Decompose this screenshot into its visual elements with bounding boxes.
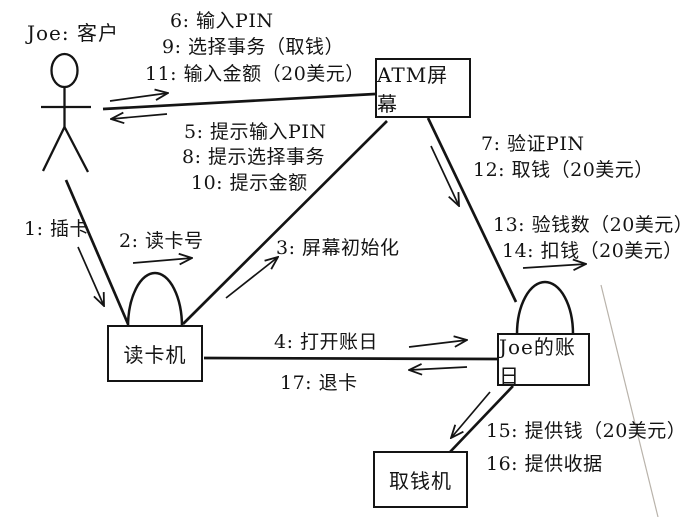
message-label-11: 11: 输入金额（20美元） [145,63,365,85]
self-link-card-reader [126,271,184,328]
object-label-joe-account: Joe的账日 [499,334,576,388]
message-label-9: 9: 选择事务（取钱） [162,36,345,58]
arrow-msgs-15-16 [451,391,491,438]
actor-figure [41,52,91,173]
message-label-16: 16: 提供收据 [486,453,603,475]
message-label-6: 6: 输入PIN [170,10,274,32]
link-customer-cardreader [64,179,130,325]
message-label-14: 14: 扣钱（20美元） [502,240,683,262]
object-box-cash-dispenser: 取钱机 [373,451,468,508]
arrow-msgs-6-9-11 [109,93,168,102]
message-label-5: 5: 提示输入PIN [184,121,327,143]
scan-crease-line [600,284,659,517]
object-label-cash-dispenser: 取钱机 [389,469,452,493]
self-link-joe-account [515,280,575,335]
actor-head [50,52,79,89]
object-box-atm-screen: ATM屏幕 [375,58,471,118]
link-account-dispenser [449,385,514,453]
arrow-msg-3 [225,257,278,299]
actor-name-label: Joe: 客户 [27,21,119,45]
link-customer-atm [102,92,376,111]
message-label-2: 2: 读卡号 [119,230,204,252]
actor-leg-right [63,126,90,173]
message-label-15: 15: 提供钱（20美元） [486,420,687,442]
link-cardreader-account [203,356,498,361]
arrow-msgs-5-8-10 [111,114,168,119]
link-cardreader-atm [182,120,388,325]
link-atm-account [426,117,518,303]
message-label-3: 3: 屏幕初始化 [276,237,400,259]
arrow-msgs-13-14 [522,264,586,268]
message-label-8: 8: 提示选择事务 [182,146,326,168]
arrow-msg-2 [132,258,192,263]
message-label-12: 12: 取钱（20美元） [473,159,654,181]
actor-leg-left [41,126,66,172]
message-label-13: 13: 验钱数（20美元） [493,214,690,236]
object-box-joe-account: Joe的账日 [497,333,590,388]
object-label-atm-screen: ATM屏幕 [377,63,449,116]
arrow-msg-17 [409,367,468,370]
object-label-card-reader: 读卡机 [123,343,187,367]
arrow-msg-4 [408,340,467,348]
message-label-7: 7: 验证PIN [481,133,585,155]
arrow-msgs-7-12 [430,145,459,206]
message-label-17: 17: 退卡 [280,372,358,394]
message-label-4: 4: 打开账日 [274,331,379,353]
message-label-10: 10: 提示金额 [191,172,308,194]
message-label-1: 1: 插卡 [24,218,90,240]
object-box-card-reader: 读卡机 [107,325,203,382]
arrow-msg-1 [77,246,104,306]
